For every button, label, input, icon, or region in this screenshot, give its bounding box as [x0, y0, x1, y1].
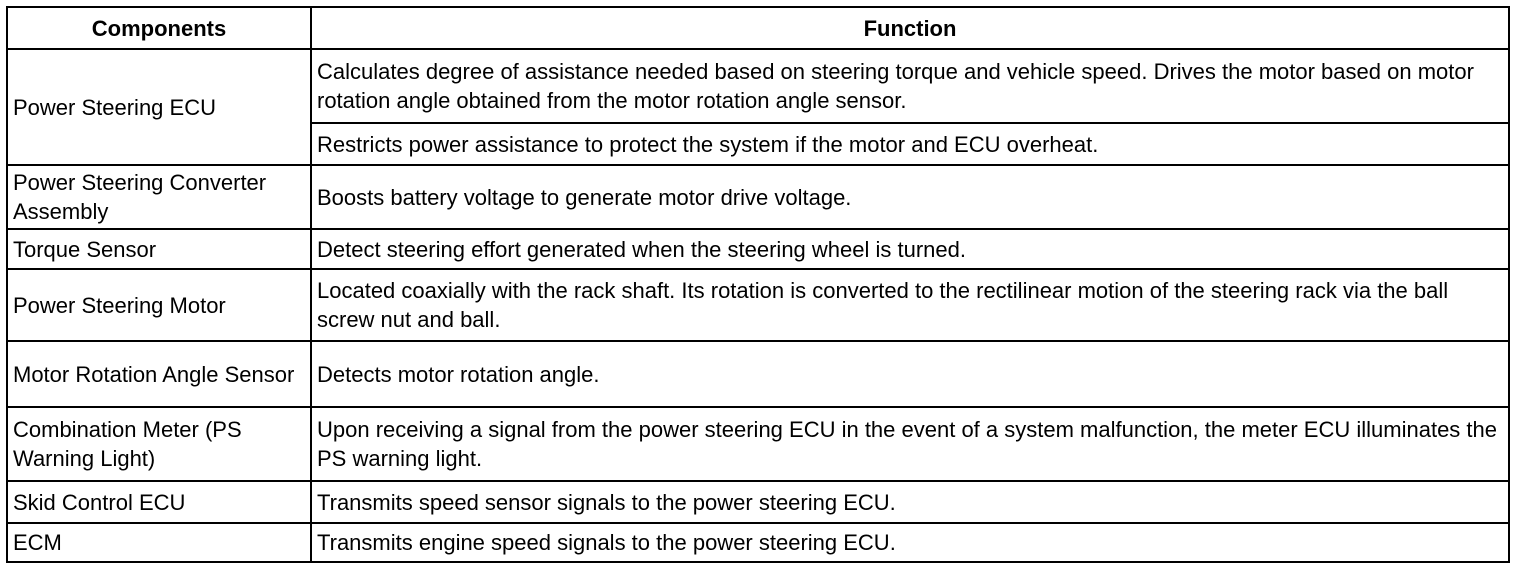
function-cell: Transmits speed sensor signals to the po… [310, 480, 1510, 524]
function-cell: Located coaxially with the rack shaft. I… [310, 268, 1510, 342]
table-row: ECM Transmits engine speed signals to th… [6, 522, 1510, 563]
component-cell: ECM [6, 522, 312, 563]
function-cell: Transmits engine speed signals to the po… [310, 522, 1510, 563]
header-row: Components Function [6, 6, 1510, 50]
component-cell: Power Steering ECU [6, 48, 312, 166]
table-row: Skid Control ECU Transmits speed sensor … [6, 480, 1510, 524]
function-cell: Calculates degree of assistance needed b… [310, 48, 1510, 124]
function-cell: Detects motor rotation angle. [310, 340, 1510, 408]
table-row: Combination Meter (PS Warning Light) Upo… [6, 406, 1510, 482]
function-cell: Detect steering effort generated when th… [310, 228, 1510, 270]
table-row: Motor Rotation Angle Sensor Detects moto… [6, 340, 1510, 408]
function-header: Function [310, 6, 1510, 50]
table-row: Power Steering Motor Located coaxially w… [6, 268, 1510, 342]
table-row: Restricts power assistance to protect th… [7, 122, 1510, 166]
component-cell: Combination Meter (PS Warning Light) [6, 406, 312, 482]
function-cell: Upon receiving a signal from the power s… [310, 406, 1510, 482]
components-function-table: Components Function Power Steering ECU C… [6, 6, 1510, 563]
table-row: Torque Sensor Detect steering effort gen… [6, 228, 1510, 270]
table-row: Power Steering Converter Assembly Boosts… [6, 164, 1510, 230]
component-cell: Power Steering Converter Assembly [6, 164, 312, 230]
function-cell: Restricts power assistance to protect th… [310, 122, 1510, 166]
function-cell: Boosts battery voltage to generate motor… [310, 164, 1510, 230]
component-cell: Motor Rotation Angle Sensor [6, 340, 312, 408]
component-cell: Skid Control ECU [6, 480, 312, 524]
component-cell: Torque Sensor [6, 228, 312, 270]
table-row: Power Steering ECU Calculates degree of … [6, 48, 1510, 166]
component-cell: Power Steering Motor [6, 268, 312, 342]
components-header: Components [6, 6, 312, 50]
